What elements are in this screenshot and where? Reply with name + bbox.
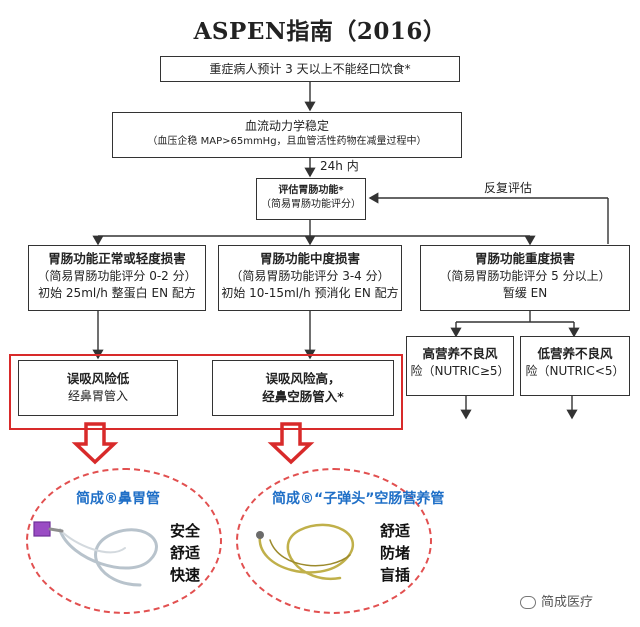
- feature-safe: 安全: [170, 522, 201, 540]
- nutric-low-box: 低营养不良风 险（NUTRIC<5）: [520, 336, 630, 396]
- severe-title: 胃肠功能重度损害: [474, 251, 575, 266]
- jejunal-features: 舒适 防堵 盲插: [380, 520, 410, 586]
- start-label: 重症病人预计 3 天以上不能经口饮食*: [209, 62, 411, 76]
- hemodynamic-box: 血流动力学稳定 （血压企稳 MAP>65mmHg，且血管活性药物在减量过程中）: [112, 112, 462, 158]
- nutric-high-box: 高营养不良风 险（NUTRIC≥5）: [406, 336, 514, 396]
- feature-anti-clog: 防堵: [380, 544, 411, 562]
- nutric-low-score: 险（NUTRIC<5）: [525, 364, 625, 378]
- mild-score: （简易胃肠功能评分 0-2 分）: [37, 269, 197, 283]
- aspiration-high-box: 误吸风险高， 经鼻空肠管入*: [212, 360, 394, 416]
- nutric-high-title: 高营养不良风: [422, 346, 498, 361]
- wechat-icon: [520, 596, 536, 609]
- page-title: ASPEN指南（2016）: [193, 18, 447, 45]
- nutric-low-title: 低营养不良风: [537, 346, 613, 361]
- mild-box: 胃肠功能正常或轻度损害 （简易胃肠功能评分 0-2 分） 初始 25ml/h 整…: [28, 245, 206, 311]
- feature-blind-insert: 盲插: [380, 566, 411, 584]
- severe-box: 胃肠功能重度损害 （简易胃肠功能评分 5 分以上） 暂缓 EN: [420, 245, 630, 311]
- start-box: 重症病人预计 3 天以上不能经口饮食*: [160, 56, 460, 82]
- feature-comfort: 舒适: [170, 544, 201, 562]
- watermark-text: 简成医疗: [541, 595, 594, 610]
- aspiration-highlight-frame: [9, 354, 403, 430]
- product-circle-right: [236, 468, 432, 614]
- watermark: 简成医疗: [520, 591, 593, 610]
- repeat-label: 反复评估: [484, 181, 533, 195]
- mild-plan: 初始 25ml/h 整蛋白 EN 配方: [38, 286, 196, 300]
- aspiration-low-route: 经鼻胃管入: [67, 389, 128, 403]
- time-label: 24h 内: [320, 159, 359, 173]
- nasogastric-product-title: 简成®鼻胃管: [76, 491, 160, 507]
- aspiration-high-route: 经鼻空肠管入*: [262, 389, 344, 404]
- severe-plan: 暂缓 EN: [502, 286, 548, 300]
- jejunal-product-title: 简成®“子弹头”空肠营养管: [272, 491, 445, 507]
- feature-fast: 快速: [170, 566, 201, 584]
- assess-box: 评估胃肠功能* （简易胃肠功能评分）: [256, 178, 366, 220]
- moderate-title: 胃肠功能中度损害: [259, 251, 360, 266]
- assess-title: 评估胃肠功能*: [278, 185, 344, 196]
- nutric-high-score: 险（NUTRIC≥5）: [410, 364, 510, 378]
- moderate-plan: 初始 10-15ml/h 预消化 EN 配方: [221, 286, 399, 300]
- hemodynamic-detail: （血压企稳 MAP>65mmHg，且血管活性药物在减量过程中）: [147, 136, 427, 147]
- assess-subtitle: （简易胃肠功能评分）: [261, 199, 361, 210]
- feature-comfort-2: 舒适: [380, 522, 411, 540]
- nasogastric-features: 安全 舒适 快速: [170, 520, 200, 586]
- aspiration-low-title: 误吸风险低: [66, 371, 130, 386]
- aspiration-high-title: 误吸风险高，: [265, 371, 341, 386]
- aspiration-low-box: 误吸风险低 经鼻胃管入: [18, 360, 178, 416]
- moderate-score: （简易胃肠功能评分 3-4 分）: [230, 269, 390, 283]
- severe-score: （简易胃肠功能评分 5 分以上）: [439, 269, 611, 283]
- product-circle-left: [26, 468, 222, 614]
- hemodynamic-title: 血流动力学稳定: [244, 119, 329, 133]
- moderate-box: 胃肠功能中度损害 （简易胃肠功能评分 3-4 分） 初始 10-15ml/h 预…: [218, 245, 402, 311]
- mild-title: 胃肠功能正常或轻度损害: [48, 251, 186, 266]
